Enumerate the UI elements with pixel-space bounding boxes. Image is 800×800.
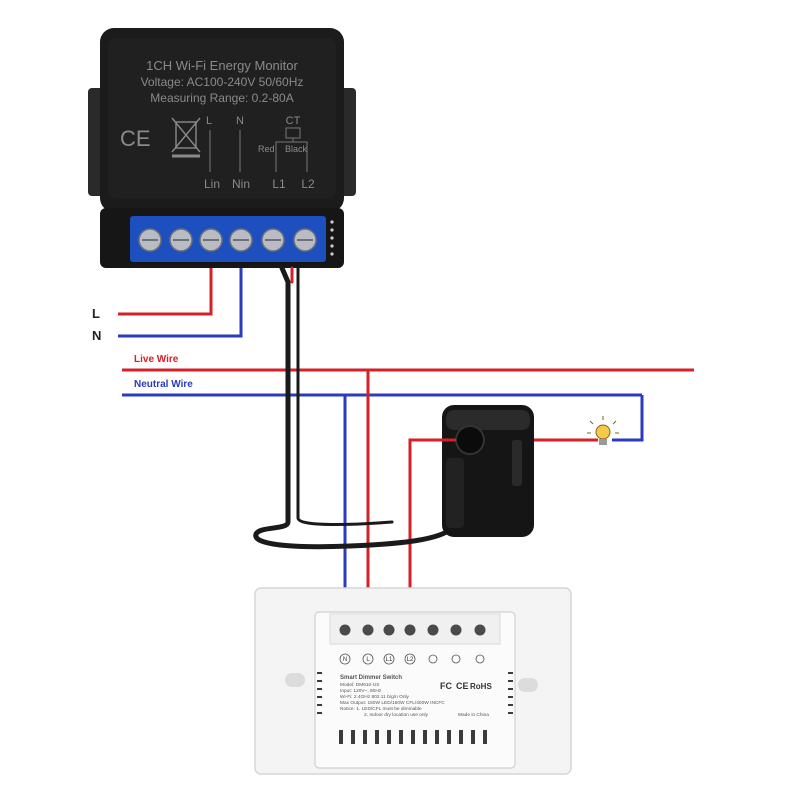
switch-notice-1: Notice: 1. LED/CFL must be dimmable xyxy=(340,706,422,712)
switch-terminal xyxy=(474,624,486,636)
ct-clamp xyxy=(442,405,534,537)
switch-wifi: Wi-Fi: 2.4GHz 802.11 b/g/n Only xyxy=(340,694,410,700)
ct-red-label: Red xyxy=(258,144,275,154)
switch-notice-2: 2. Indoor dry location use only xyxy=(364,712,429,718)
made-in-label: Made in China xyxy=(458,712,489,718)
module-top-face xyxy=(108,38,336,198)
terminal-label-lin: Lin xyxy=(204,177,220,191)
ce-mark: CE xyxy=(120,126,151,151)
lamp-neutral-wire xyxy=(612,395,644,442)
switch-label-l: L xyxy=(366,657,370,663)
switch-terminal-screws xyxy=(339,624,486,636)
module-mark-ct: CT xyxy=(286,115,301,127)
switch-ce-mark: CE xyxy=(456,681,469,691)
switch-max-output: Max Output: 150W LED/150W CFL/400W INCFC xyxy=(340,700,445,706)
smart-dimmer-switch: N L L1 L2 Smart Dimmer Switch Model: DM6… xyxy=(254,587,572,775)
supply-neutral-wire xyxy=(118,268,243,338)
switch-terminal xyxy=(339,624,351,636)
ct-symbol-icon xyxy=(275,127,308,172)
switch-terminal xyxy=(450,624,462,636)
ct-black-label: Black xyxy=(285,144,308,154)
supply-label-n: N xyxy=(92,328,101,343)
switch-terminal xyxy=(427,624,439,636)
switch-terminal-labels: N L L1 L2 xyxy=(339,653,485,665)
switch-terminal xyxy=(383,624,395,636)
supply-live-wire xyxy=(118,268,213,316)
supply-wires xyxy=(118,268,243,338)
weee-bin-icon xyxy=(171,117,201,158)
module-title: 1CH Wi-Fi Energy Monitor xyxy=(146,58,298,73)
live-wire-label: Live Wire xyxy=(134,354,179,365)
ct-cable xyxy=(253,265,455,550)
rohs-mark: RoHS xyxy=(470,682,492,691)
switch-bottom-vents xyxy=(339,730,487,744)
terminal-label-l1: L1 xyxy=(272,177,286,191)
module-range: Measuring Range: 0.2-80A xyxy=(150,91,293,105)
terminal-screws xyxy=(138,228,317,252)
neutral-wire-label: Neutral Wire xyxy=(134,379,193,390)
mains-bus xyxy=(122,368,694,397)
switch-left-vents xyxy=(317,672,322,714)
switch-label-l2: L2 xyxy=(407,657,414,663)
switch-terminal xyxy=(404,624,416,636)
ct-clamp-aperture xyxy=(455,425,485,455)
supply-label-l: L xyxy=(92,306,100,321)
module-voltage: Voltage: AC100-240V 50/60Hz xyxy=(141,75,304,89)
module-vent-dots xyxy=(330,220,334,256)
terminal-label-l2: L2 xyxy=(301,177,315,191)
switch-label-l1: L1 xyxy=(386,657,393,663)
switch-terminal xyxy=(362,624,374,636)
terminal-label-nin: Nin xyxy=(232,177,250,191)
plate-slot-left xyxy=(285,673,305,687)
switch-model: Model: DM610-US xyxy=(340,682,379,688)
switch-title: Smart Dimmer Switch xyxy=(340,675,402,681)
fc-mark: FC xyxy=(440,681,452,691)
energy-monitor-module: 1CH Wi-Fi Energy Monitor Voltage: AC100-… xyxy=(88,28,356,268)
switch-housing xyxy=(314,611,516,769)
switch-label-n: N xyxy=(343,657,347,663)
module-mark-n: N xyxy=(236,115,244,127)
module-mark-l: L xyxy=(206,115,212,127)
switch-right-vents xyxy=(508,672,513,714)
switch-input: Input: 120V~, 60Hz xyxy=(340,688,382,694)
light-bulb-icon xyxy=(587,416,619,445)
plate-slot-right xyxy=(518,678,538,692)
